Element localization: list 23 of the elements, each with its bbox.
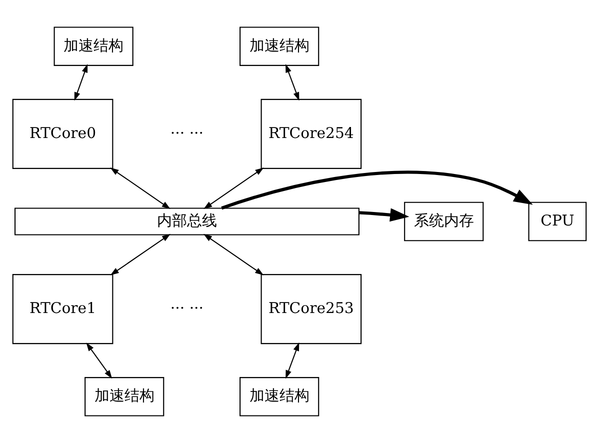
label: ··· ··· <box>170 299 204 317</box>
node-box: RTCore1 <box>12 274 114 344</box>
node-box: RTCore254 <box>260 98 362 169</box>
node-box: 加速结构 <box>240 377 320 416</box>
arrow <box>203 234 264 276</box>
arrow <box>110 168 170 210</box>
arrow <box>204 168 264 210</box>
arrow <box>286 64 300 101</box>
node-box: RTCore253 <box>260 274 362 344</box>
node-box: 加速结构 <box>54 26 134 66</box>
label: ··· ··· <box>170 124 204 142</box>
node-box: 加速结构 <box>240 26 320 66</box>
arrow <box>358 208 410 222</box>
arrow <box>110 234 171 276</box>
arrow <box>286 342 300 379</box>
arrow <box>86 342 112 379</box>
arrow <box>74 64 88 101</box>
arrow <box>221 170 533 210</box>
node-box: 内部总线 <box>14 208 360 236</box>
node-box: CPU <box>528 202 587 242</box>
node-box: 系统内存 <box>404 202 484 242</box>
node-box: RTCore0 <box>12 98 114 169</box>
node-box: 加速结构 <box>84 377 164 416</box>
